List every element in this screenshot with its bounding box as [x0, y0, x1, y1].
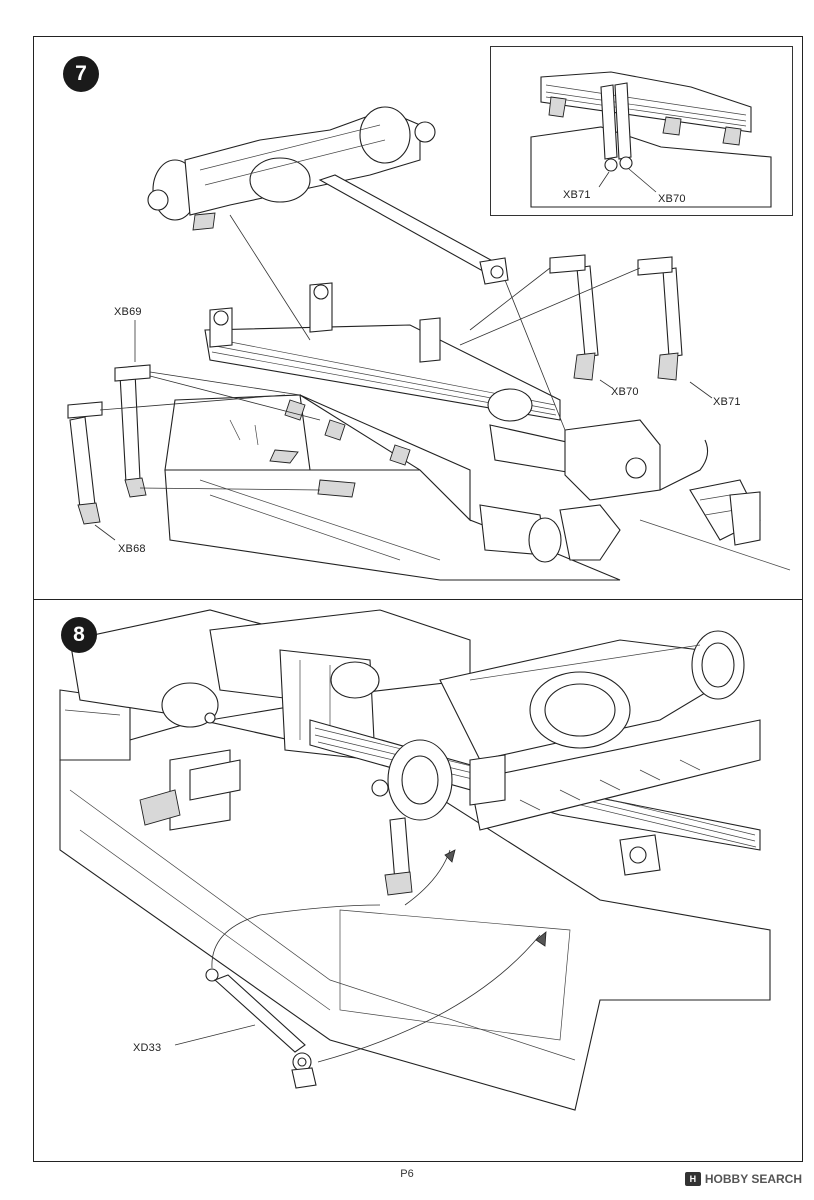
inset-drawing [530, 71, 772, 208]
chassis-frame-step7 [164, 394, 621, 581]
front-axle-step7 [147, 106, 509, 285]
step-8-badge: 8 [61, 617, 97, 653]
shock-step8 [384, 817, 413, 896]
axle-step8 [371, 630, 745, 821]
shock-xb69 [114, 364, 151, 498]
label-xb69: XB69 [114, 306, 142, 318]
inset-label-xb71: XB71 [563, 189, 591, 201]
label-xb71: XB71 [713, 396, 741, 408]
label-xd33: XD33 [133, 1042, 162, 1054]
shock-xb68 [67, 401, 103, 525]
shock-xb71 [637, 256, 683, 381]
page-number: P6 [400, 1168, 414, 1180]
part-xd33 [205, 968, 317, 1089]
watermark-badge: H [684, 1172, 701, 1186]
watermark-text: HOBBY SEARCH [704, 1172, 802, 1186]
detail-inset: XB71 XB70 [490, 46, 793, 216]
assembly-lines-step7 [94, 214, 713, 541]
step-7-badge: 7 [63, 56, 99, 92]
inset-label-xb70: XB70 [658, 193, 686, 205]
watermark: H HOBBY SEARCH [684, 1172, 802, 1186]
step-divider [33, 599, 803, 600]
shock-xb70 [549, 254, 599, 381]
label-xb68: XB68 [118, 543, 146, 555]
label-xb70: XB70 [611, 386, 639, 398]
drivetrain-step7 [479, 388, 791, 571]
body-step8 [69, 609, 471, 761]
assembly-lines-step8 [174, 849, 547, 1063]
